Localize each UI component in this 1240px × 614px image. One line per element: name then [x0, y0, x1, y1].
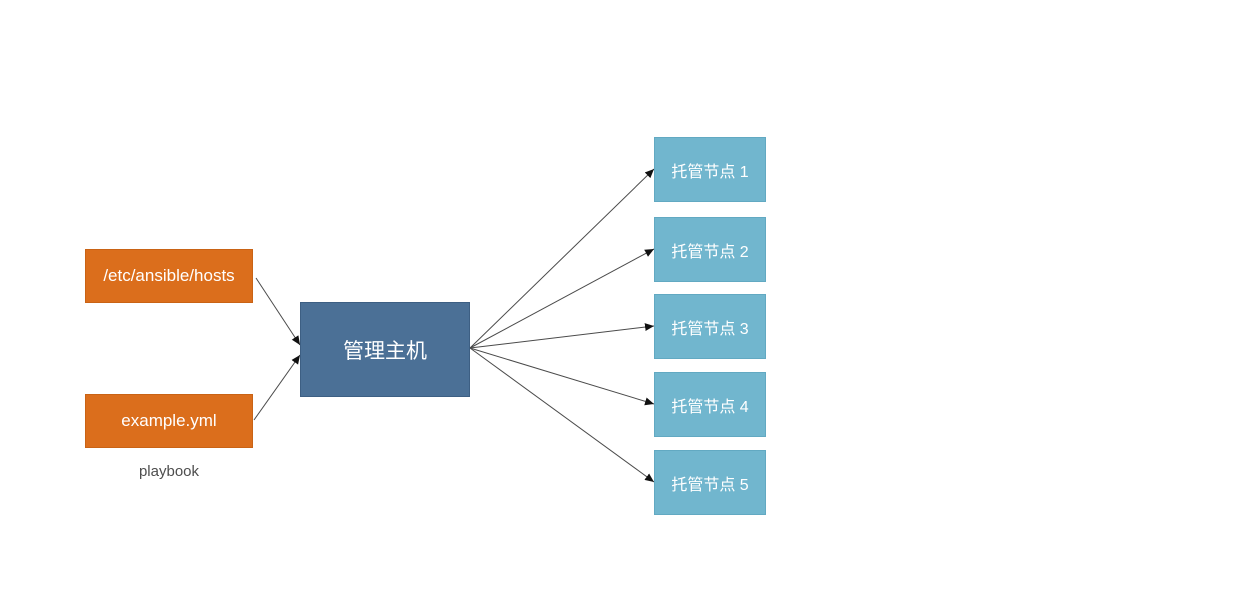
- managed-node-label-4: 托管节点 4: [671, 398, 749, 416]
- managed-node-box-2: 托管节点 2: [654, 217, 766, 282]
- playbook-caption: playbook: [138, 463, 200, 480]
- managed-node-box-5: 托管节点 5: [654, 450, 766, 515]
- control-node-box: 管理主机: [300, 302, 470, 397]
- managed-node-label-1: 托管节点 1: [671, 163, 749, 181]
- managed-node-box-3: 托管节点 3: [654, 294, 766, 359]
- managed-node-label-2: 托管节点 2: [671, 243, 749, 261]
- arrow-control-to-node-1: [469, 168, 655, 349]
- arrow-control-to-node-4: [469, 347, 655, 406]
- control-node-label: 管理主机: [343, 339, 427, 363]
- arrow-hosts-to-control: [255, 277, 301, 346]
- arrow-control-to-node-3: [469, 323, 655, 349]
- arrow-control-to-node-2: [469, 248, 655, 349]
- managed-node-box-1: 托管节点 1: [654, 137, 766, 202]
- managed-node-label-5: 托管节点 5: [671, 476, 749, 494]
- playbook-file-label: example.yml: [121, 411, 217, 430]
- managed-node-box-4: 托管节点 4: [654, 372, 766, 437]
- hosts-file-box: /etc/ansible/hosts: [85, 249, 253, 303]
- playbook-file-box: example.yml: [85, 394, 253, 448]
- hosts-file-label: /etc/ansible/hosts: [103, 266, 235, 285]
- arrow-control-to-node-5: [469, 347, 655, 483]
- managed-node-label-3: 托管节点 3: [671, 320, 749, 338]
- arrow-playbook-to-control: [253, 354, 301, 421]
